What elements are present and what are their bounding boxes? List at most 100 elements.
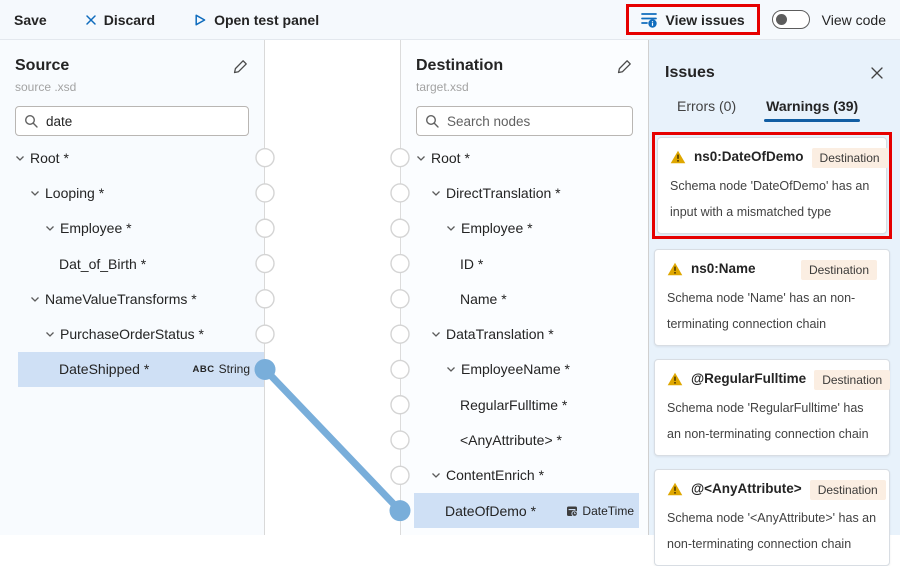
view-code-label: View code [821,11,886,28]
view-issues-icon [640,11,659,28]
destination-badge: Destination [811,148,888,168]
view-code-toggle[interactable] [771,10,810,29]
issues-tabs: Errors (0) Warnings (39) [675,94,900,126]
source-node-looping[interactable]: Looping * [0,175,264,210]
node-label: DateOfDemo * [445,502,537,519]
warning-message: Schema node 'RegularFulltime' has an non… [667,401,869,441]
warning-triangle-icon [667,260,683,276]
destination-panel-header: Destination target.xsd [401,40,648,140]
source-node-purchaseorderstatus[interactable]: PurchaseOrderStatus * [0,316,264,351]
chevron-down-icon[interactable] [430,187,446,199]
chevron-down-icon[interactable] [445,363,461,375]
search-icon [425,114,439,133]
chevron-down-icon[interactable] [445,222,461,234]
search-icon [24,114,38,133]
tab-warnings[interactable]: Warnings (39) [764,94,861,126]
edit-source-schema-icon[interactable] [232,58,249,75]
chevron-down-icon[interactable] [44,222,60,234]
source-node-namevaluetransforms[interactable]: NameValueTransforms * [0,281,264,316]
destination-badge: Destination [800,260,877,280]
destination-node-datatranslation[interactable]: DataTranslation * [401,316,648,351]
warning-title: @RegularFulltime [691,371,807,386]
source-tree: Root * Looping * Employee * Dat_of_Birth * N… [0,140,264,388]
destination-node-anyattribute[interactable]: <AnyAttribute> * [401,422,648,457]
destination-node-regularfulltime[interactable]: RegularFulltime * [401,387,648,422]
play-icon [193,13,207,27]
warning-card-header: @<AnyAttribute>Destination [667,480,886,500]
chevron-down-icon[interactable] [430,469,446,481]
source-node-root[interactable]: Root * [0,140,264,175]
destination-panel-title: Destination [416,57,504,74]
source-node-employee[interactable]: Employee * [0,211,264,246]
node-label: <AnyAttribute> * [460,432,562,449]
chevron-down-icon[interactable] [29,293,45,305]
node-label: Root * [30,149,69,166]
node-label: DataTranslation * [446,326,554,343]
source-panel-title: Source [15,57,70,74]
view-issues-annotation-box: View issues [625,4,760,35]
warning-triangle-icon [667,480,683,496]
save-button[interactable]: Save [10,10,51,30]
warning-message: Schema node '<AnyAttribute>' has an non-… [667,511,877,551]
destination-node-name[interactable]: Name * [401,281,648,316]
destination-badge: Destination [814,370,891,390]
view-issues-button[interactable]: View issues [637,9,749,30]
warning-triangle-icon [667,370,683,386]
toolbar-right: View issues View code [625,4,900,35]
close-issues-icon[interactable] [870,66,884,80]
node-label: ID * [460,255,484,272]
warning-message: Schema node 'DateOfDemo' has an input wi… [670,179,870,219]
destination-node-directtranslation[interactable]: DirectTranslation * [401,175,648,210]
chevron-down-icon[interactable] [29,187,45,199]
node-label: Dat_of_Birth * [59,255,147,272]
destination-node-employee[interactable]: Employee * [401,211,648,246]
node-label: NameValueTransforms * [45,290,197,307]
destination-node-employeename[interactable]: EmployeeName * [401,352,648,387]
edit-destination-schema-icon[interactable] [616,58,633,75]
connection-line[interactable] [261,365,404,515]
destination-node-dateofdemo[interactable]: DateOfDemo *DateTime [401,492,648,529]
view-issues-label: View issues [665,11,745,28]
destination-node-contentenrich[interactable]: ContentEnrich * [401,458,648,493]
issues-panel: Issues Errors (0) Warnings (39) ns0:Date… [649,40,900,566]
tab-errors[interactable]: Errors (0) [677,98,737,114]
source-node-dat-of-birth[interactable]: Dat_of_Birth * [0,246,264,281]
destination-node-root[interactable]: Root * [401,140,648,175]
node-label: RegularFulltime * [460,396,568,413]
data-mapper-app: Save Discard Open test panel [0,4,900,566]
chevron-down-icon[interactable] [44,328,60,340]
node-type-label: String [218,362,250,377]
chevron-down-icon[interactable] [14,152,30,164]
warning-title: @<AnyAttribute> [691,481,802,496]
node-label: EmployeeName * [461,361,570,378]
open-test-panel-label: Open test panel [214,11,320,28]
warning-triangle-icon [670,148,686,164]
destination-node-id[interactable]: ID * [401,246,648,281]
node-label: Employee * [461,220,533,237]
chevron-down-icon[interactable] [415,152,431,164]
discard-label: Discard [103,11,156,28]
source-search-input[interactable] [15,106,249,136]
string-type-icon: ABC [192,363,215,375]
destination-search-input[interactable] [416,106,633,136]
source-search [15,106,249,136]
issues-panel-header: Issues [649,40,900,84]
discard-button[interactable]: Discard [81,10,159,30]
chevron-down-icon[interactable] [430,328,446,340]
open-test-panel-button[interactable]: Open test panel [189,10,323,30]
datetime-type-icon [566,505,579,517]
node-label: Employee * [60,220,132,237]
node-label: DirectTranslation * [446,184,561,201]
toggle-knob [775,14,787,25]
mapper-main: Source source .xsd Root *Looping *Employ… [0,40,900,566]
destination-tree: Root * DirectTranslation * Employee * ID * N… [401,140,648,529]
